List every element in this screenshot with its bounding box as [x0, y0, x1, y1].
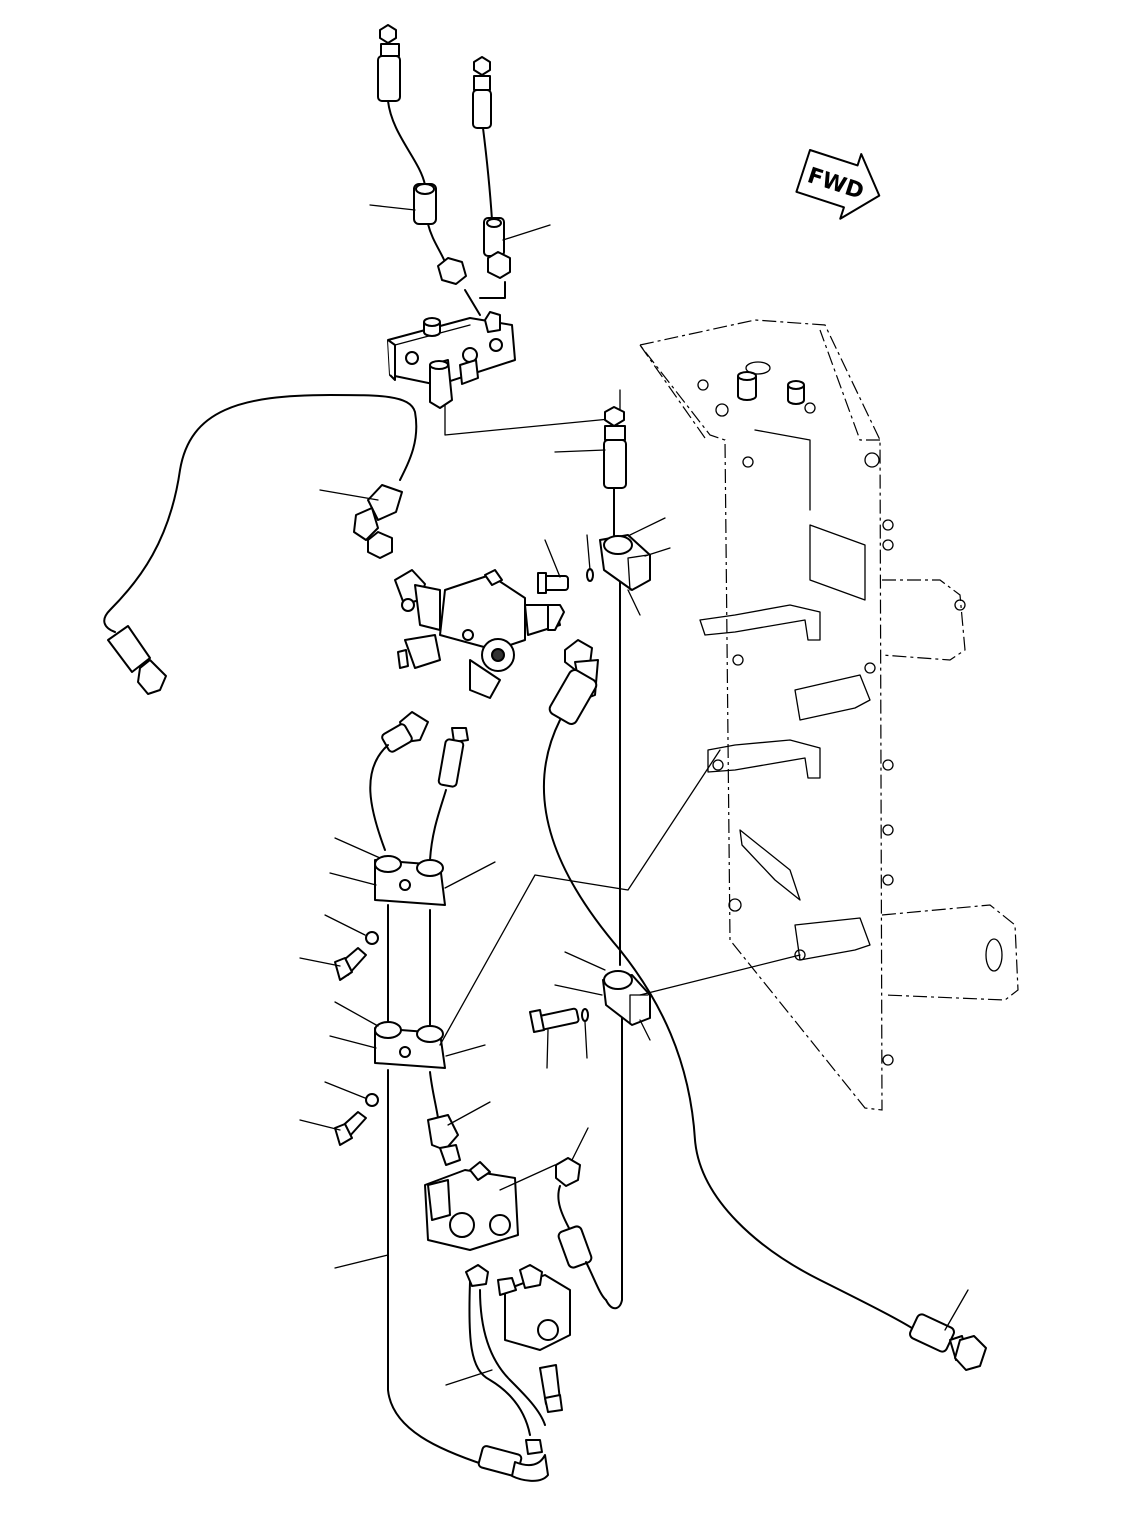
middle-valve	[394, 569, 565, 699]
left-long-hose	[103, 394, 418, 695]
bottom-valve	[465, 1264, 571, 1436]
clamp-lower-right	[529, 970, 651, 1033]
top-left-hose	[377, 24, 467, 285]
fwd-direction-badge: FWD	[795, 149, 881, 220]
short-hose-pair	[369, 711, 469, 861]
bottom-right-hose-end	[909, 1313, 987, 1371]
frame-bracket	[638, 319, 1019, 1111]
right-elbow-hose	[542, 639, 916, 1331]
upper-double-clamp	[334, 855, 446, 1026]
callout-leader-lines	[299, 204, 969, 1386]
lower-valve-block	[424, 1161, 556, 1251]
top-valve-block	[387, 281, 621, 436]
top-right-hose	[472, 56, 511, 279]
lower-right-hose	[555, 1157, 607, 1301]
arrow-right-icon	[795, 149, 881, 220]
right-vertical-line	[603, 406, 627, 1310]
clamp-upper-right	[537, 534, 651, 594]
lower-double-clamp	[334, 1021, 446, 1146]
